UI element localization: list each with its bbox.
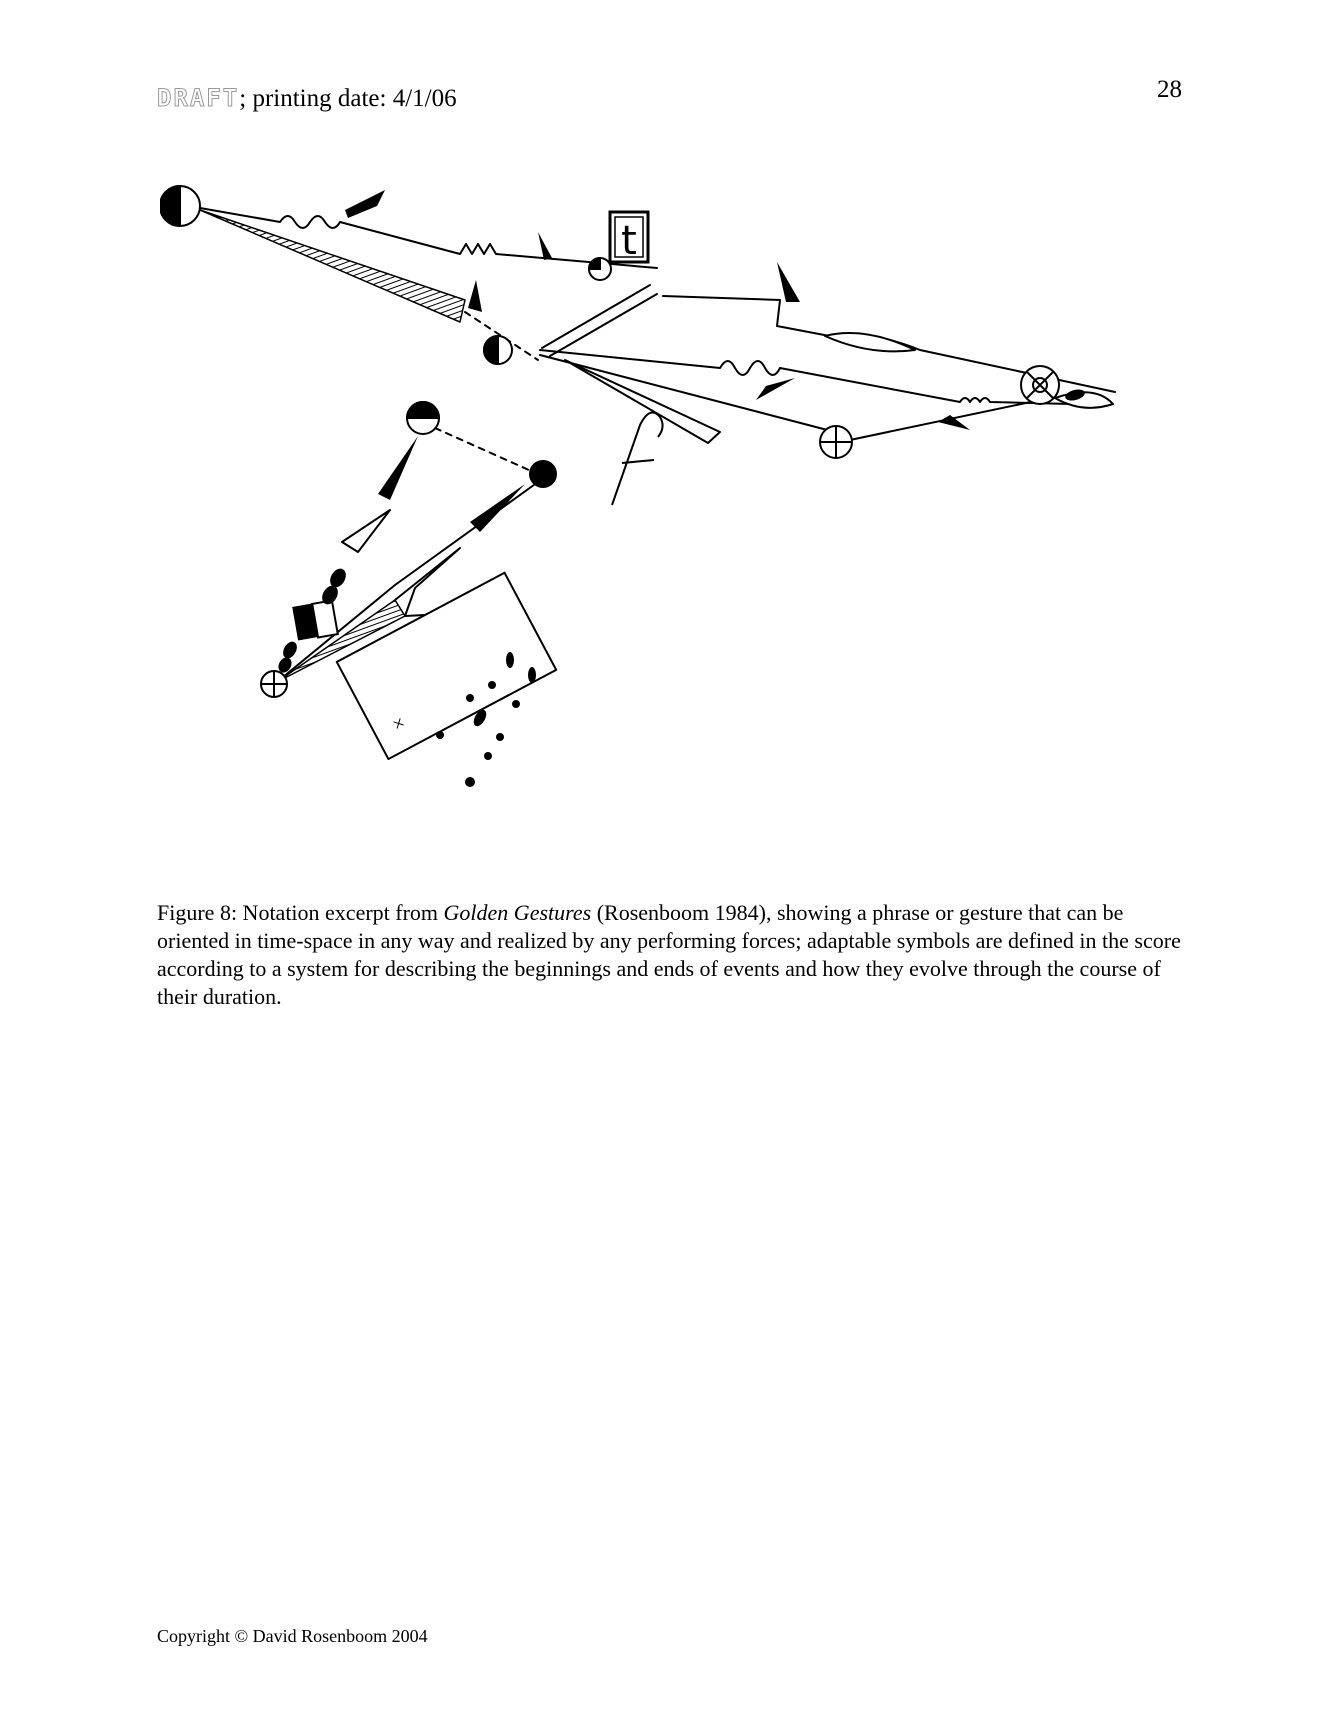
open-bracket [394,547,461,617]
t-box: t [608,210,650,264]
half-filled-square [292,603,318,641]
middle-gesture-line [539,349,1111,406]
hatched-wedge-2 [276,599,406,683]
arrow-up-left [538,232,552,260]
arrow-down-right [777,262,800,302]
double-connector [541,284,658,357]
t-letter: t [621,218,637,264]
caption-prefix: Figure 8: Notation excerpt from [157,900,444,925]
slurred-blob [824,332,916,353]
lower-filled-arrow-2 [470,484,525,532]
lower-gesture-line [539,354,836,433]
dashed-line-1 [464,311,539,361]
notation-box: × [335,571,558,761]
node-filled [529,460,557,488]
arrow-up-left-2 [938,415,970,430]
nodes [160,184,1060,698]
arrow-up-right [345,190,385,218]
page-number: 28 [1157,76,1182,103]
figure-caption: Figure 8: Notation excerpt from Golden G… [157,899,1187,1011]
dashed-line-2 [434,427,541,476]
caption-title: Golden Gestures [443,900,592,925]
hatched-wedge [199,209,466,323]
blob-marks [278,389,1085,787]
arrow-down [468,280,482,312]
draft-label: DRAFT [156,84,240,113]
open-wedge [564,359,721,444]
printing-date: ; printing date: 4/1/06 [239,85,457,112]
caption-body: (Rosenboom 1984), showing a phrase or ge… [157,900,1181,1009]
arrow-down-left [756,378,795,400]
notation-figure: × [160,184,1116,787]
upper-gesture-line [199,207,658,269]
script-f: f [611,411,664,506]
open-arrowhead [341,509,391,553]
running-header: DRAFT; printing date: 4/1/06 [156,84,457,113]
filled-arrows [292,190,970,641]
lower-filled-arrow-1 [378,436,418,500]
copyright-footer: Copyright © David Rosenboom 2004 [157,1626,428,1646]
